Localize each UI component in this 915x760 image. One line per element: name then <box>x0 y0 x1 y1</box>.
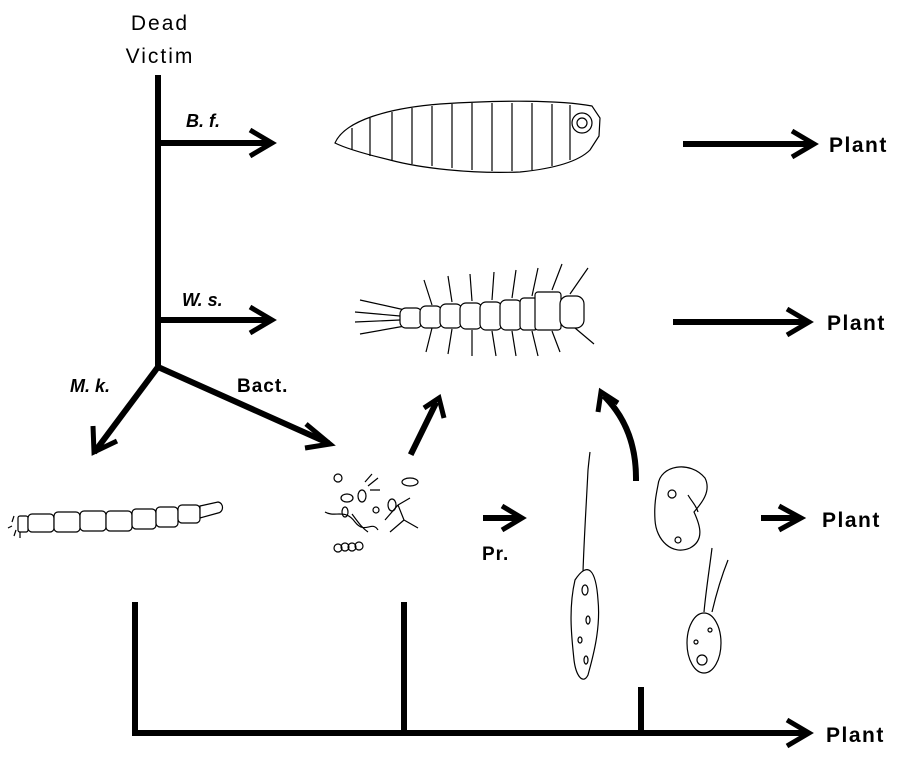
branch-ws-label: W. s. <box>182 290 223 310</box>
source-label-line2: Victim <box>126 45 195 68</box>
ciliate-protozoan-icon <box>655 467 707 550</box>
branch-bact-label: Bact. <box>237 376 288 397</box>
small-flagellate-icon <box>687 548 728 673</box>
bacteria-cluster-icon <box>325 474 418 552</box>
plant-label-3: Plant <box>822 509 881 532</box>
arrow-protozoa-to-ws-line <box>606 398 636 478</box>
flagellate-protozoan-icon <box>571 452 599 679</box>
plant-label-4: Plant <box>826 724 885 747</box>
arrow-bact-to-ws-line <box>412 405 435 452</box>
mosquito-larva-icon <box>355 264 594 356</box>
blowfly-larva-icon <box>335 101 600 172</box>
plant-label-2: Plant <box>827 312 886 335</box>
source-label-line1: Dead <box>131 12 189 35</box>
midge-larva-icon <box>8 502 223 538</box>
branch-mk-label: M. k. <box>70 376 110 396</box>
branch-bf-label: B. f. <box>186 111 220 131</box>
protozoa-label: Pr. <box>482 544 509 565</box>
plant-label-1: Plant <box>829 134 888 157</box>
